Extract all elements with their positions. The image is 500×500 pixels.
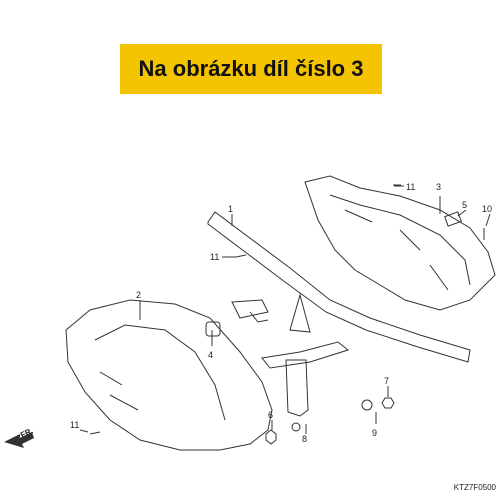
collar	[291, 422, 301, 432]
callout-11-top: 11	[406, 182, 415, 192]
screw-11-bottom	[89, 431, 101, 435]
washer	[361, 399, 373, 411]
callout-9: 9	[372, 428, 377, 438]
rubber-mount	[205, 321, 221, 337]
handlebar-lower-cover	[65, 299, 273, 451]
callout-10: 10	[482, 204, 492, 214]
callout-11-mid: 11	[210, 252, 219, 262]
callout-5: 5	[462, 200, 467, 210]
callout-2: 2	[136, 290, 141, 300]
callout-3: 3	[436, 182, 441, 192]
part-number-banner: Na obrázku díl číslo 3	[120, 44, 382, 94]
callout-6: 6	[268, 410, 273, 420]
diagram-code: KTZ7F0500	[453, 483, 496, 492]
steering-stem	[285, 359, 309, 417]
mounting-bracket	[231, 299, 269, 323]
callout-4: 4	[208, 350, 213, 360]
upper-cover-cap	[444, 211, 462, 227]
nut	[381, 397, 395, 409]
callout-8: 8	[302, 434, 307, 444]
bolt-head	[265, 429, 277, 445]
handlebar-pipe	[207, 211, 471, 363]
front-direction-arrow: FR.	[4, 426, 35, 448]
handlebar-upper-cover	[304, 175, 496, 311]
screw-11-mid	[235, 254, 247, 258]
callout-7: 7	[384, 376, 389, 386]
callout-11-bottom: 11	[70, 420, 79, 430]
callout-1: 1	[228, 204, 233, 214]
